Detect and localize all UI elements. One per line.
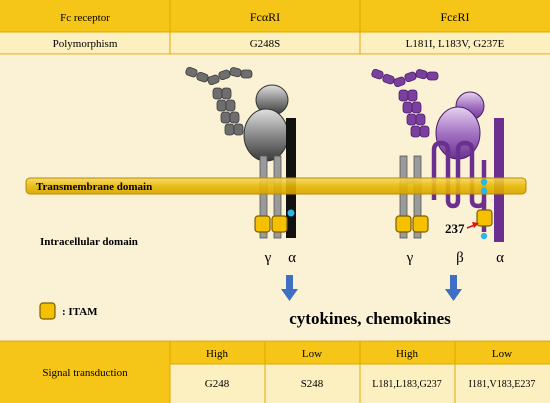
signal-transduction-label: Signal transduction (42, 367, 128, 379)
itam-legend-swatch (39, 302, 56, 320)
fcer-header: FcεRI (440, 10, 469, 24)
itam-legend-label: : ITAM (62, 306, 98, 318)
fcer-receptor: 237 (371, 68, 504, 242)
fcar-alpha-domain1 (243, 108, 289, 162)
fcer-polymorphism: L181I, L183V, G237E (406, 38, 505, 50)
transmembrane-label: Transmembrane domain (36, 181, 152, 193)
fcer-beta-label: β (456, 250, 464, 266)
signal-value-4: I181,V183,E237 (469, 379, 536, 390)
fcar-itam-2 (271, 215, 288, 233)
fcar-signal-arrow (281, 275, 298, 301)
header-row-bg (0, 0, 550, 32)
signal-low-1: Low (302, 348, 322, 360)
fcar-igg-fragment (185, 66, 253, 136)
fcer-beta-chain (431, 140, 487, 209)
fcer-itam-2 (412, 215, 429, 233)
fcar-phospho-site (287, 209, 295, 217)
fc-receptor-header: Fc receptor (60, 12, 110, 24)
signal-high-2: High (396, 348, 419, 360)
signal-value-1: G248 (205, 378, 230, 390)
output-label: cytokines, chemokines (289, 309, 451, 328)
transmembrane-band (25, 177, 527, 195)
fcer-signal-arrow (445, 275, 462, 301)
fcer-ige-fragment (371, 68, 439, 138)
fcar-gamma-label: γ (264, 250, 272, 266)
fcer-beta-itam (476, 209, 493, 227)
signal-value-3: L181,L183,G237 (372, 379, 441, 390)
fcer-alpha-label: α (496, 250, 504, 266)
fcar-itam-1 (254, 215, 271, 233)
fcer-itam-1 (395, 215, 412, 233)
fcar-polymorphism: G248S (250, 38, 281, 50)
polymorphism-label: Polymorphism (53, 38, 118, 50)
fcar-alpha-label: α (288, 250, 296, 266)
polymorphism-row-bg (0, 32, 550, 54)
signal-low-2: Low (492, 348, 512, 360)
signal-value-2: S248 (301, 378, 324, 390)
intracellular-label: Intracellular domain (40, 236, 138, 248)
fcer-phospho-site-3 (480, 232, 488, 240)
fcar-header: FcαRI (250, 10, 280, 24)
fcer-gamma-label: γ (406, 250, 414, 266)
signal-label-cell (0, 341, 170, 403)
signal-high-1: High (206, 348, 229, 360)
site-237-label: 237 (445, 221, 465, 236)
